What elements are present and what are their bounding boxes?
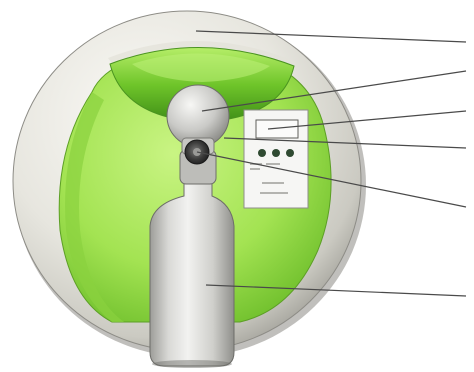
panel-button-1 bbox=[258, 149, 266, 157]
control-panel bbox=[244, 110, 308, 208]
display-window bbox=[256, 120, 298, 138]
oxygen-bottle bbox=[150, 178, 234, 368]
panel-button-2 bbox=[272, 149, 280, 157]
panel-button-3 bbox=[286, 149, 294, 157]
